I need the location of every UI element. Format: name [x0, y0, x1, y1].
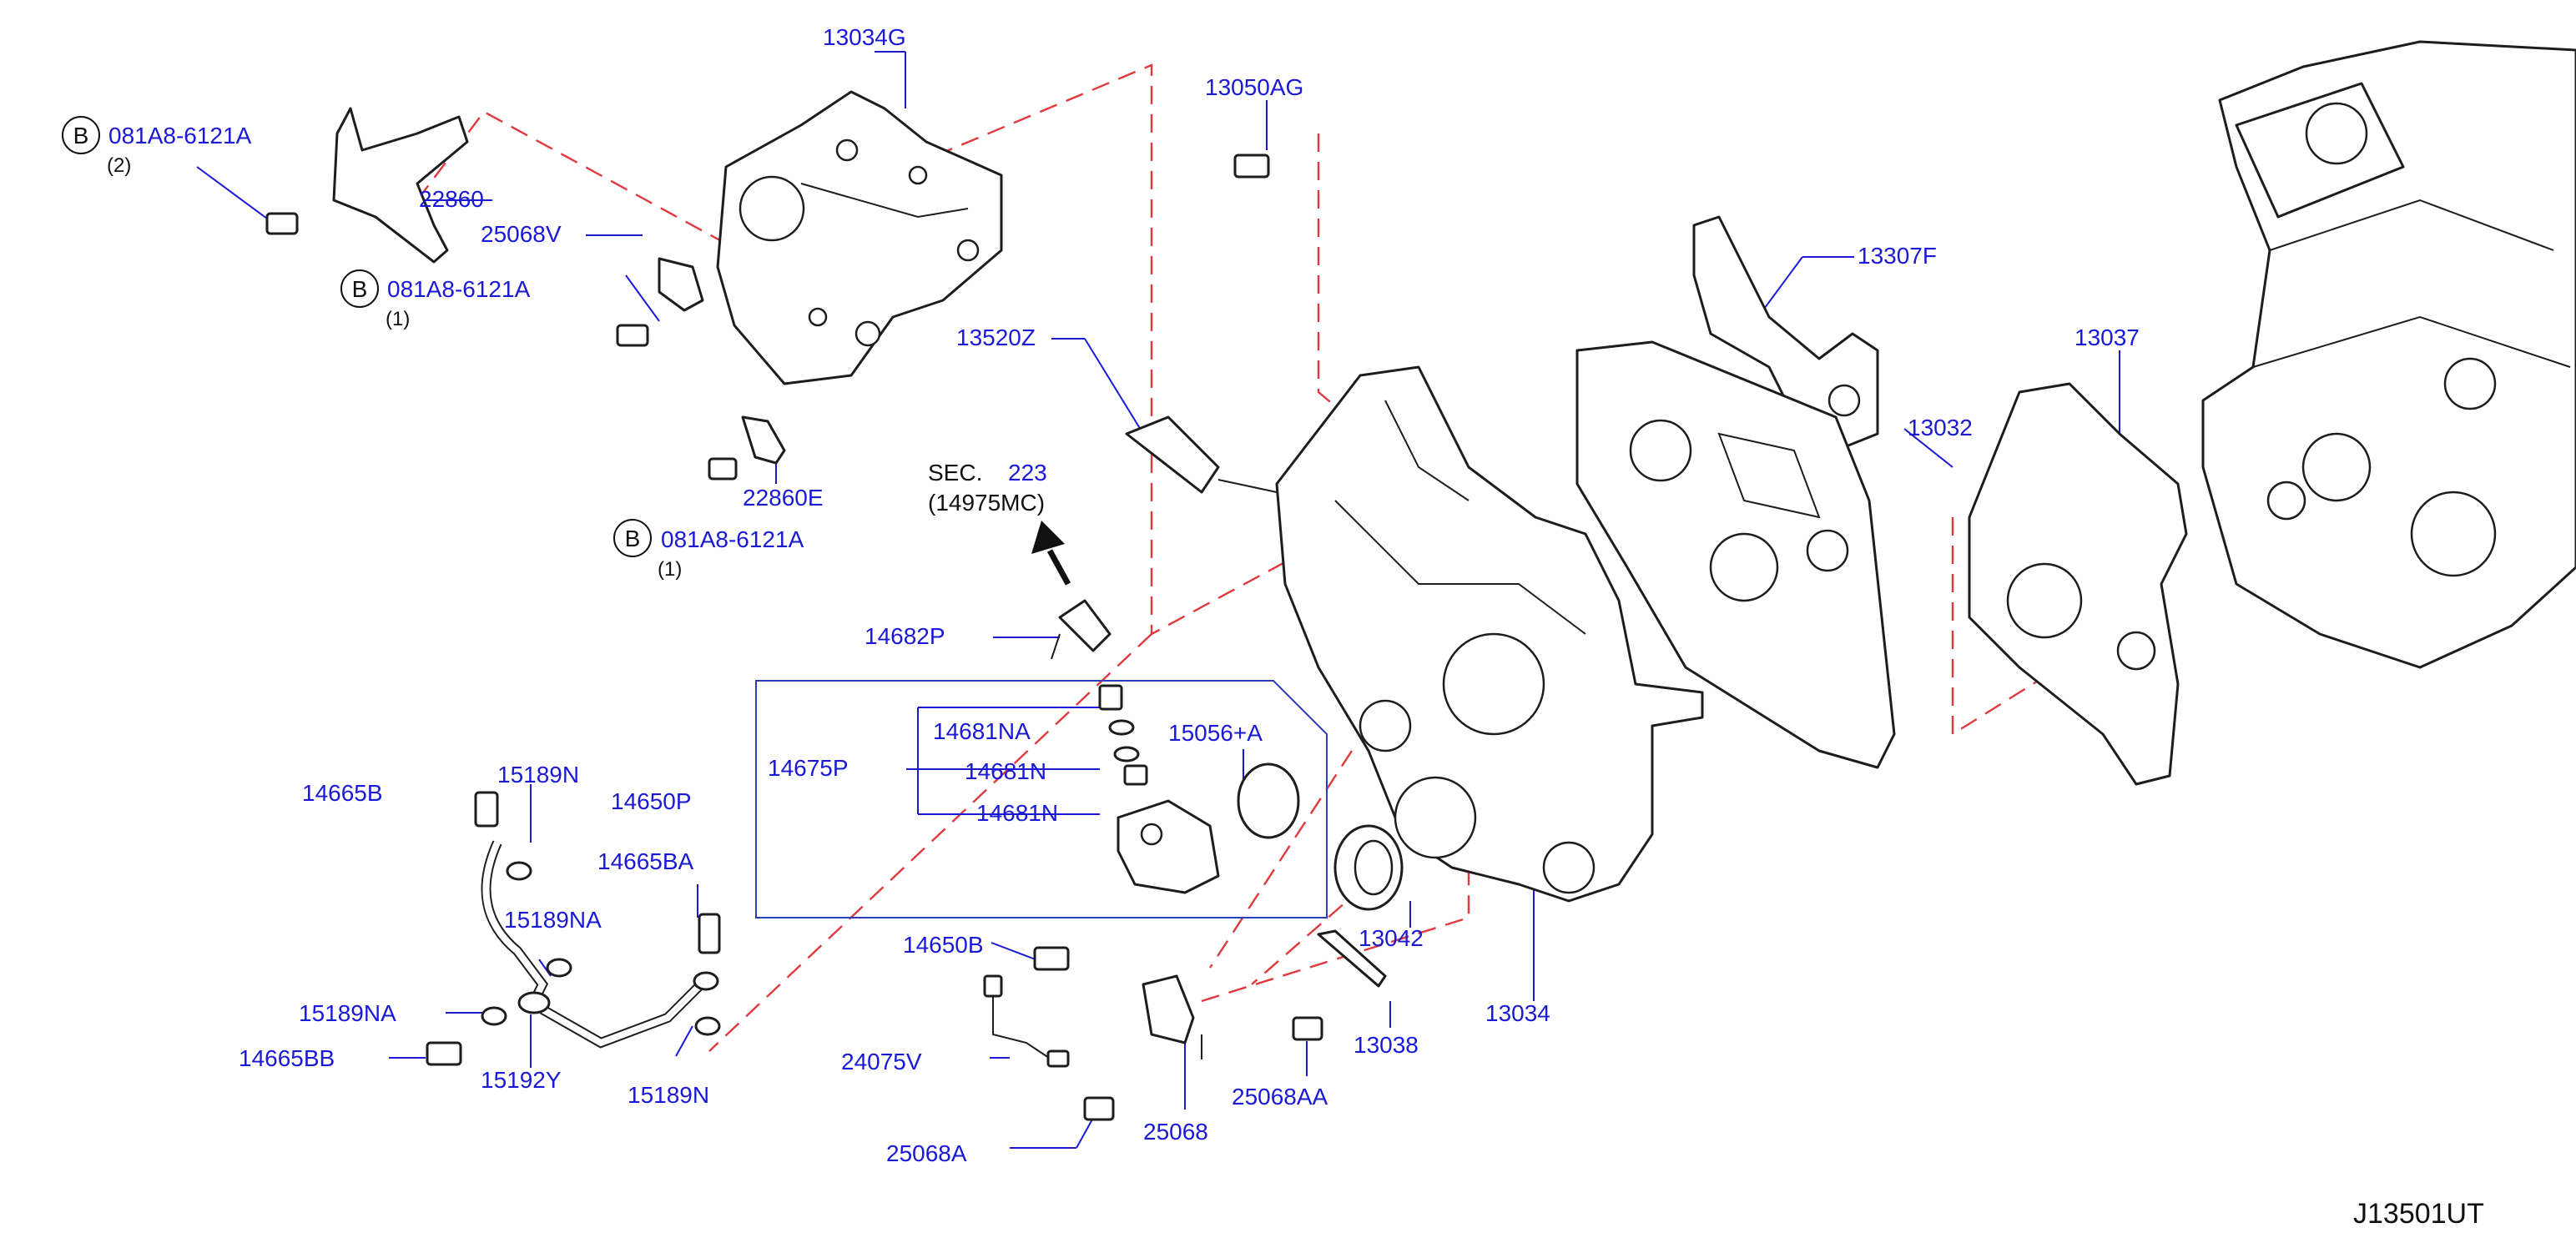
leader-lines [196, 51, 2120, 1149]
bolt-icon [1033, 946, 1070, 971]
bolt-icon [426, 1041, 462, 1066]
svg-text:B: B [625, 526, 641, 551]
plate-13032 [1575, 340, 1896, 769]
label-14650P: 14650P [611, 788, 692, 814]
qty-mid: (1) [386, 308, 410, 330]
circle-b-mid: B [340, 269, 379, 308]
front-cover-13034 [1275, 365, 1704, 903]
section-reference: (14975MC) [928, 490, 1045, 516]
label-13034G: 13034G [823, 24, 906, 50]
svg-text:B: B [352, 276, 368, 302]
bolt-icon [265, 212, 299, 235]
label-13034: 13034 [1485, 1000, 1550, 1026]
sensor-25068V [658, 257, 704, 312]
clip-22860E [741, 415, 786, 465]
fitting-14682P [1051, 599, 1112, 660]
bolt-icon [698, 913, 721, 954]
label-14665BB: 14665BB [239, 1045, 335, 1071]
tube-13520Z [1125, 415, 1278, 494]
label-14682P: 14682P [865, 623, 945, 649]
qty-low: (1) [658, 558, 682, 581]
label-14681N-b: 14681N [976, 800, 1058, 826]
label-13038: 13038 [1354, 1032, 1419, 1058]
label-13050AG: 13050AG [1205, 74, 1303, 100]
label-14681NA: 14681NA [933, 718, 1031, 744]
label-22860E: 22860E [743, 485, 824, 511]
bolt-icon [616, 324, 649, 347]
label-15192Y: 15192Y [481, 1067, 562, 1093]
label-14675P: 14675P [768, 755, 849, 781]
label-15056A: 15056+A [1168, 720, 1263, 746]
assembly-box [755, 680, 1328, 918]
section-label: SEC. [928, 460, 982, 486]
bolt-icon [1083, 1096, 1115, 1121]
gasket-13307F [1692, 215, 1879, 452]
label-15189N-top: 15189N [497, 762, 579, 788]
bolt-icon [1292, 1016, 1323, 1041]
label-25068AA: 25068AA [1232, 1084, 1328, 1110]
label-25068: 25068 [1143, 1119, 1208, 1145]
svg-text:B: B [73, 123, 89, 148]
label-15189N-bot: 15189N [628, 1082, 709, 1108]
oil-tube-15192Y [481, 840, 719, 1049]
label-081A8-6121A-mid: 081A8-6121A [387, 276, 531, 302]
bolts [265, 153, 1323, 1121]
diagram-code: J13501UT [2353, 1198, 2484, 1230]
label-13520Z: 13520Z [956, 325, 1036, 350]
label-15189NA-right: 15189NA [504, 907, 602, 933]
label-13037: 13037 [2074, 325, 2140, 350]
label-081A8-6121A-top: 081A8-6121A [108, 123, 252, 148]
circle-b-top: B [62, 116, 100, 154]
label-14681N-a: 14681N [965, 758, 1046, 784]
label-081A8-6121A-low: 081A8-6121A [661, 526, 804, 552]
up-arrow-icon [1031, 521, 1071, 586]
bolt-icon [474, 791, 499, 828]
guide-13038 [1317, 929, 1387, 988]
qty-top: (2) [107, 154, 131, 177]
section-number: 223 [1008, 460, 1047, 486]
sensor-25068 [983, 974, 1202, 1068]
gasket-13037 [1968, 382, 2188, 786]
label-22860: 22860 [419, 186, 484, 212]
label-13042: 13042 [1359, 925, 1424, 951]
label-14665BA: 14665BA [597, 848, 694, 874]
engine-block [2201, 40, 2576, 669]
label-13307F: 13307F [1858, 243, 1937, 269]
bracket-22860 [332, 107, 469, 264]
oil-seal-13042 [1333, 824, 1404, 911]
label-14650B: 14650B [903, 932, 984, 958]
vacuum-pump-14650P [1098, 684, 1300, 894]
upper-cover-13034G [716, 90, 1003, 385]
label-13032: 13032 [1908, 415, 1973, 440]
label-24075V: 24075V [841, 1049, 922, 1074]
label-25068V: 25068V [481, 221, 562, 247]
label-14665B: 14665B [302, 780, 383, 806]
circle-b-low: B [613, 519, 652, 557]
label-25068A: 25068A [886, 1140, 967, 1166]
bolt-icon [1233, 153, 1270, 179]
label-15189NA-left: 15189NA [299, 1000, 396, 1026]
bolt-icon [708, 457, 738, 481]
